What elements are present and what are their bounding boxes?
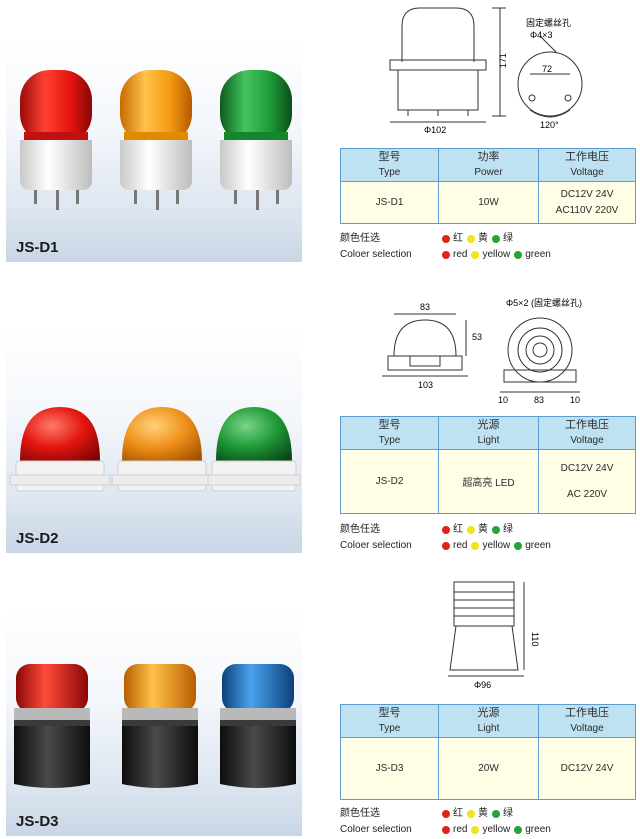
red-dot-icon (442, 235, 450, 243)
dimension-drawing-js-d1: 171 Φ102 固定螺丝孔 Φ4×3 72 120° (389, 7, 583, 135)
product-label: JS-D2 (16, 530, 59, 547)
product-photo-js-d1: JS-D1 (6, 36, 302, 262)
green-led-dome (207, 407, 301, 492)
red-beacon (20, 70, 92, 210)
led-dome-lights-image (9, 407, 301, 492)
red-dot-icon (442, 810, 450, 818)
right-offset-dimension: 10 (570, 395, 580, 405)
center-spacing-dimension: 83 (534, 395, 544, 405)
color-label-en: Coloer selection (340, 249, 412, 260)
cell-light: 20W (438, 737, 539, 800)
color-selection-js-d1: 颜色任选 红 黄 绿 Coloer selection red yellow g… (340, 231, 551, 263)
height-dimension: 110 (530, 632, 540, 646)
diameter-dimension: Φ96 (474, 680, 491, 690)
color-label-en: Coloer selection (340, 540, 412, 551)
hole-title: 固定螺丝孔 (526, 17, 571, 28)
dimension-drawing-js-d2: 83 53 103 Φ5×2 (固定螺丝孔) 10 83 10 (382, 297, 582, 405)
green-dot-icon (514, 251, 523, 259)
color-label-cn: 颜色任选 (340, 808, 380, 819)
color-label-en: Coloer selection (340, 824, 412, 835)
product-photo-js-d3: JS-D3 (6, 608, 302, 836)
strobe-lights-image (14, 664, 296, 788)
red-dot-icon (442, 826, 450, 834)
hole-spec: Φ4×3 (530, 30, 552, 40)
blue-strobe (220, 664, 296, 788)
green-beacon (220, 70, 292, 210)
product-photo-js-d2: JS-D2 (6, 325, 302, 553)
green-dot-icon (514, 542, 523, 550)
angle-dimension: 120° (540, 120, 559, 130)
dimension-drawing-js-d3: 110 Φ96 (448, 581, 540, 690)
rotating-beacon-lights-image (20, 70, 292, 210)
left-offset-dimension: 10 (498, 395, 508, 405)
product-label: JS-D3 (16, 813, 59, 830)
diameter-dimension: Φ102 (424, 125, 446, 135)
color-selection-js-d2: 颜色任选 红 黄 绿 Coloer selection red yellow g… (340, 522, 551, 554)
amber-strobe (122, 664, 198, 788)
yellow-dot-icon (467, 526, 475, 534)
cell-voltage: DC12V 24V (538, 737, 636, 800)
red-dot-icon (442, 526, 450, 534)
height-dimension: 171 (498, 53, 508, 68)
color-label-cn: 颜色任选 (340, 524, 380, 535)
height-dimension: 53 (472, 332, 482, 342)
cell-light: 超高亮 LED (438, 449, 539, 514)
pitch-dimension: 72 (542, 64, 552, 74)
top-width-dimension: 83 (420, 302, 430, 312)
cell-type: JS-D2 (340, 449, 439, 514)
amber-led-dome (111, 407, 213, 492)
base-width-dimension: 103 (418, 380, 433, 390)
red-dot-icon (442, 251, 450, 259)
yellow-dot-icon (471, 826, 480, 834)
cell-type: JS-D3 (340, 737, 439, 800)
red-dot-icon (442, 542, 450, 550)
green-dot-icon (514, 826, 523, 834)
red-led-dome (9, 407, 111, 492)
hole-note: Φ5×2 (固定螺丝孔) (506, 297, 582, 308)
cell-type: JS-D1 (340, 181, 439, 224)
yellow-dot-icon (467, 235, 475, 243)
yellow-dot-icon (467, 810, 475, 818)
green-dot-icon (492, 526, 500, 534)
color-selection-js-d3: 颜色任选 红 黄 绿 Coloer selection red yellow g… (340, 806, 551, 838)
amber-beacon (120, 70, 192, 210)
green-dot-icon (492, 810, 500, 818)
red-strobe (14, 664, 90, 788)
cell-power: 10W (438, 181, 539, 224)
green-dot-icon (492, 235, 500, 243)
table-row: JS-D3 20W DC12V 24V (340, 737, 636, 800)
yellow-dot-icon (471, 542, 480, 550)
yellow-dot-icon (471, 251, 480, 259)
product-label: JS-D1 (16, 239, 59, 256)
color-label-cn: 颜色任选 (340, 233, 380, 244)
